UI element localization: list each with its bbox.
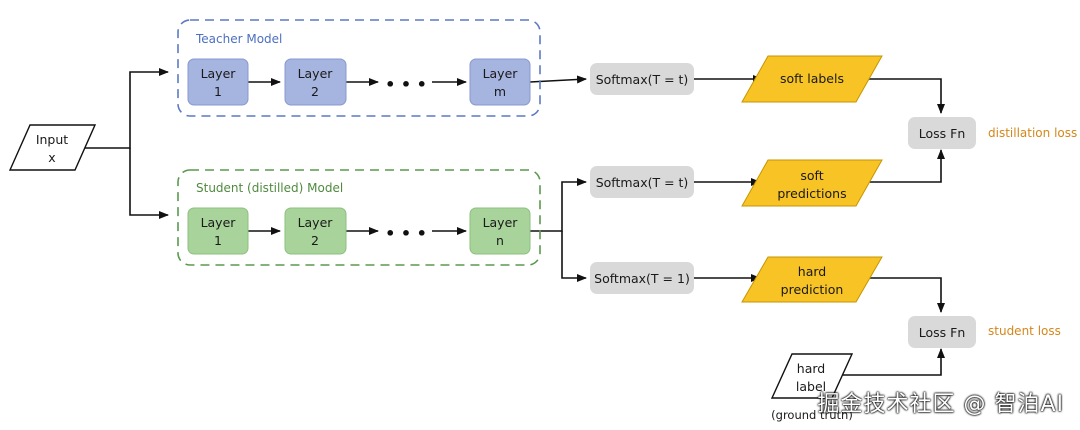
- student-loss-fn-label: Loss Fn: [919, 325, 966, 340]
- connector-input-student: [129, 148, 169, 219]
- hard-prediction-node: [741, 256, 883, 303]
- softmax-student-soft-label: Softmax(T = t): [596, 175, 689, 190]
- distillation-loss-fn: [908, 117, 976, 149]
- output-nodes: soft labels soft predictions hard predic…: [741, 55, 883, 303]
- softmax-student-soft: [590, 166, 694, 198]
- hard-prediction-label-1: hard: [798, 264, 826, 279]
- student-layer-2-index: 2: [311, 233, 319, 248]
- teacher-layer-1-index: 1: [214, 84, 222, 99]
- soft-labels-node: [741, 55, 883, 103]
- ground-truth-caption: (ground truth): [771, 408, 853, 422]
- student-layer-1-index: 1: [214, 233, 222, 248]
- teacher-layer-m: [469, 58, 531, 106]
- student-layer-1-label: Layer: [201, 215, 237, 230]
- teacher-layer-m-label: Layer: [483, 66, 519, 81]
- ground-truth-label-1: hard: [797, 361, 825, 376]
- connector-input-split: [85, 68, 169, 149]
- student-ellipsis: • • •: [385, 224, 427, 243]
- softmax-student-hard: [590, 262, 694, 294]
- connector-ground-truth-loss: [842, 348, 945, 376]
- connector-teacher-softmax: [529, 75, 587, 84]
- teacher-group-border: [177, 19, 541, 117]
- watermark: 掘金技术社区 @ 智泊AI: [817, 392, 1064, 417]
- input-node: Input x: [8, 124, 97, 171]
- soft-predictions-label-1: soft: [800, 168, 823, 183]
- student-group-border: [177, 169, 541, 266]
- student-layer-2: [284, 207, 347, 255]
- softmax-student-hard-label: Softmax(T = 1): [594, 271, 690, 286]
- teacher-title: Teacher Model: [195, 32, 282, 46]
- connector-student-split: [530, 178, 587, 232]
- softmax-boxes: Softmax(T = t) Softmax(T = t) Softmax(T …: [590, 63, 694, 294]
- distillation-loss-fn-label: Loss Fn: [919, 126, 966, 141]
- student-title: Student (distilled) Model: [196, 181, 343, 195]
- teacher-layer-2-index: 2: [311, 84, 319, 99]
- teacher-ellipsis: • • •: [385, 75, 427, 94]
- softmax-teacher-label: Softmax(T = t): [596, 72, 689, 87]
- student-model-group: Student (distilled) Model Layer 1 Layer …: [177, 169, 541, 266]
- ground-truth-node: hard label (ground truth): [770, 353, 854, 422]
- student-layer-n-index: n: [496, 233, 504, 248]
- ground-truth-shape: [770, 353, 854, 399]
- soft-predictions-label-2: predictions: [777, 186, 846, 201]
- teacher-layer-1-label: Layer: [201, 66, 237, 81]
- soft-labels-label: soft labels: [780, 71, 844, 86]
- teacher-layer-m-index: m: [494, 84, 506, 99]
- loss-nodes: Loss Fn distillation loss Loss Fn studen…: [908, 117, 1077, 348]
- student-loss-fn: [908, 316, 976, 348]
- student-layer-n: [469, 207, 531, 255]
- teacher-layer-2-label: Layer: [298, 66, 334, 81]
- input-label: Input: [36, 132, 68, 147]
- teacher-layer-1: [187, 58, 249, 106]
- connector-student-hard: [561, 231, 587, 282]
- connector-soft-preds-loss: [866, 149, 945, 183]
- soft-predictions-node: [741, 159, 883, 207]
- teacher-layer-2: [284, 58, 347, 106]
- ground-truth-label-2: label: [796, 379, 826, 394]
- connector-hard-pred-loss: [866, 277, 945, 313]
- student-loss-note: student loss: [988, 324, 1061, 338]
- connector-soft-labels-loss: [866, 78, 945, 114]
- input-variable: x: [48, 150, 55, 165]
- student-layer-n-label: Layer: [483, 215, 519, 230]
- teacher-model-group: Teacher Model Layer 1 Layer 2 • • • Laye…: [177, 19, 541, 117]
- softmax-teacher: [590, 63, 694, 95]
- distillation-loss-note: distillation loss: [988, 126, 1077, 140]
- student-layer-2-label: Layer: [298, 215, 334, 230]
- hard-prediction-label-2: prediction: [781, 282, 844, 297]
- student-layer-1: [187, 207, 249, 255]
